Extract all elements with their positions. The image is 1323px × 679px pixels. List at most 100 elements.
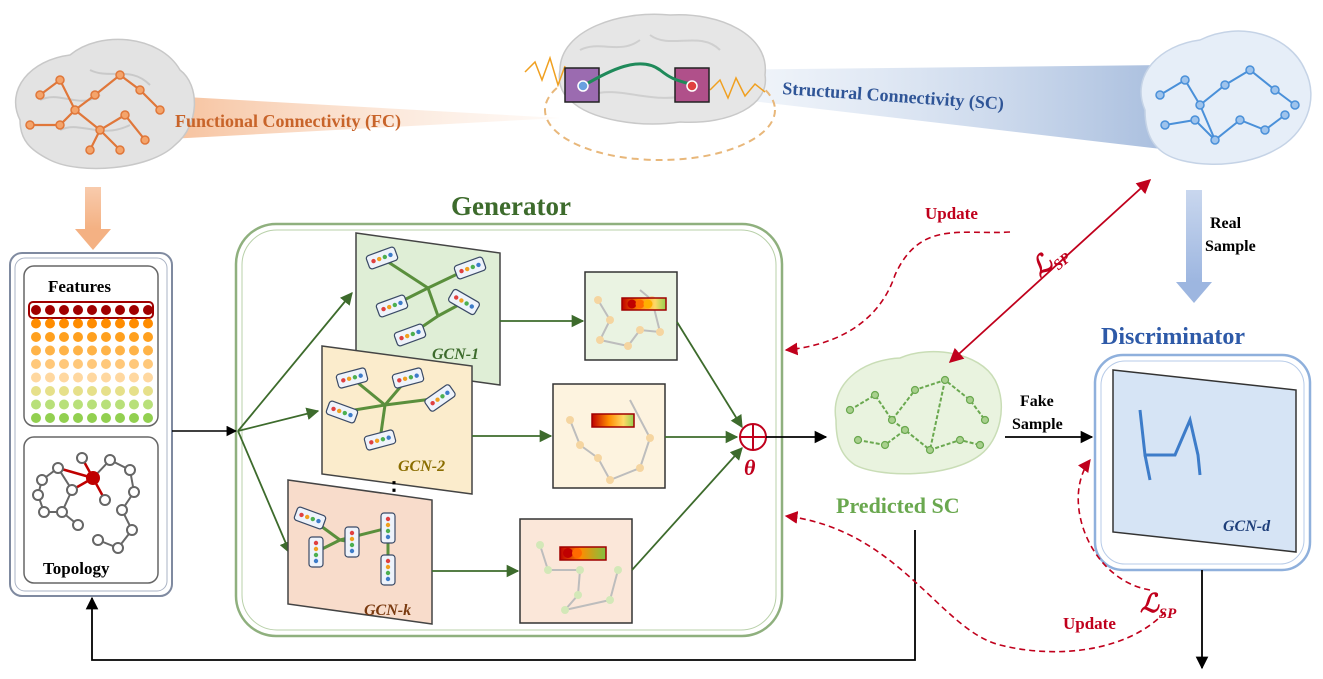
node-capsule <box>308 536 324 568</box>
feature-dot <box>45 413 55 423</box>
feature-dot <box>101 386 111 396</box>
node-capsule <box>424 384 456 412</box>
feature-dot <box>73 399 83 410</box>
feature-dot <box>45 359 55 369</box>
node-capsule <box>293 506 327 530</box>
feature-dot <box>87 359 97 369</box>
feature-dot <box>129 318 139 329</box>
feature-dot <box>73 318 83 329</box>
feature-dot <box>45 305 55 315</box>
gcn-d-label: GCN-d <box>1223 518 1271 535</box>
feature-dot <box>87 413 97 423</box>
fc-beam <box>150 95 560 140</box>
feature-dot <box>73 372 83 383</box>
node-capsule <box>380 512 396 544</box>
feature-dot <box>31 372 41 383</box>
feature-dot <box>143 372 153 383</box>
feature-dot <box>101 305 111 315</box>
loss-sp-bottom-label: ℒSP <box>1140 589 1177 622</box>
feature-dot <box>101 345 111 356</box>
update-top-dashed-arrow <box>784 231 1011 356</box>
feature-dot <box>87 399 97 410</box>
real-sample-label-line2: Sample <box>1205 238 1256 255</box>
feature-dot <box>143 399 153 410</box>
node-capsule <box>365 246 399 270</box>
update-bottom-label: Update <box>1063 614 1116 633</box>
output-graph-k <box>519 518 633 624</box>
feature-dot <box>87 318 97 329</box>
features-label: Features <box>48 277 111 296</box>
predicted-sc-label: Predicted SC <box>836 493 960 518</box>
real-sample-arrow <box>1176 190 1212 303</box>
feature-dot <box>129 359 139 369</box>
gcn-1-label: GCN-1 <box>432 346 479 363</box>
feature-dot <box>59 372 69 383</box>
feature-dot <box>59 399 69 410</box>
feature-dot <box>59 305 69 315</box>
feedback-loop-line <box>85 530 916 661</box>
feature-dot <box>143 359 153 369</box>
feature-dot <box>87 345 97 356</box>
aggregation-symbol <box>739 423 767 451</box>
generator-title: Generator <box>451 191 571 221</box>
node-capsule <box>448 288 480 316</box>
feature-dot <box>143 345 153 356</box>
feature-dot <box>129 305 139 315</box>
feature-dot <box>59 413 69 423</box>
feature-matrix <box>31 305 153 423</box>
node-capsule <box>391 367 425 389</box>
feature-dot <box>101 318 111 329</box>
feature-dot <box>31 345 41 356</box>
output-graph-1 <box>584 271 678 361</box>
feature-dot <box>45 345 55 356</box>
fake-sample-label-line1: Fake <box>1020 393 1054 410</box>
feature-dot <box>101 332 111 342</box>
feature-dot <box>101 399 111 410</box>
node-capsule <box>380 554 396 586</box>
fc-label: Functional Connectivity (FC) <box>175 111 401 132</box>
feature-dot <box>115 345 125 356</box>
feature-dot <box>45 399 55 410</box>
node-capsule <box>393 323 427 347</box>
gcn-k-label: GCN-k <box>364 602 411 619</box>
loss-sp-top-label: ℒSP <box>1025 237 1075 286</box>
feature-dot <box>129 386 139 396</box>
feature-dot <box>45 372 55 383</box>
feature-dot <box>129 413 139 423</box>
feature-dot <box>31 413 41 423</box>
feature-dot <box>143 386 153 396</box>
feature-dot <box>143 305 153 315</box>
gcn-d-panel <box>1112 369 1297 553</box>
feature-dot <box>31 399 41 410</box>
svg-text:ℒSP: ℒSP <box>1025 237 1075 286</box>
feature-dot <box>129 332 139 342</box>
feature-dot <box>31 332 41 342</box>
update-bottom-dashed-arrow <box>784 511 1166 653</box>
feature-dot <box>73 359 83 369</box>
feature-dot <box>129 399 139 410</box>
node-capsule <box>375 294 409 318</box>
update-disc-dashed-arrow <box>1077 458 1151 591</box>
node-capsule <box>325 400 359 424</box>
output-graph-2 <box>552 383 666 489</box>
feature-dot <box>115 413 125 423</box>
center-brain <box>524 13 776 161</box>
feature-dot <box>45 386 55 396</box>
feature-dot <box>115 332 125 342</box>
feature-dot <box>73 413 83 423</box>
feature-dot <box>59 318 69 329</box>
feature-dot <box>143 413 153 423</box>
node-capsule <box>363 429 397 451</box>
node-capsule <box>344 526 360 558</box>
feature-dot <box>143 318 153 329</box>
sc-brain <box>1140 30 1312 165</box>
feature-dot <box>59 345 69 356</box>
feature-dot <box>73 305 83 315</box>
feature-dot <box>45 332 55 342</box>
feature-dot <box>115 318 125 329</box>
feature-dot <box>87 332 97 342</box>
feature-dot <box>31 386 41 396</box>
topology-label: Topology <box>43 559 110 578</box>
feature-dot <box>31 359 41 369</box>
